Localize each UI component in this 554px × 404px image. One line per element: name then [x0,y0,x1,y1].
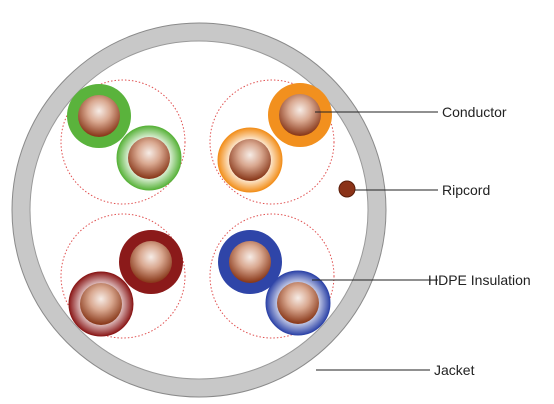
ripcord-label: Ripcord [442,182,490,198]
orange-pair [217,83,332,193]
wire-green-solid [67,84,131,148]
insulation-label: HDPE Insulation [428,272,531,288]
jacket-label: Jacket [434,362,475,378]
wire-orange-white [217,127,283,193]
wire-brown-solid [119,230,183,294]
wire-blue-solid [218,230,282,294]
wire-green-white [116,125,182,191]
blue-pair [218,230,331,336]
pair-boundary-brown [60,213,186,339]
brown-pair [68,230,183,337]
pair-boundary-green [60,79,186,205]
wire-orange-solid [268,83,332,147]
pair-boundary-blue [209,213,335,339]
pair-boundary-orange [209,79,335,205]
wire-blue-white [265,270,331,336]
green-pair [67,84,182,191]
ripcord [338,180,356,198]
wire-brown-white [68,271,134,337]
conductor-label: Conductor [442,104,507,120]
